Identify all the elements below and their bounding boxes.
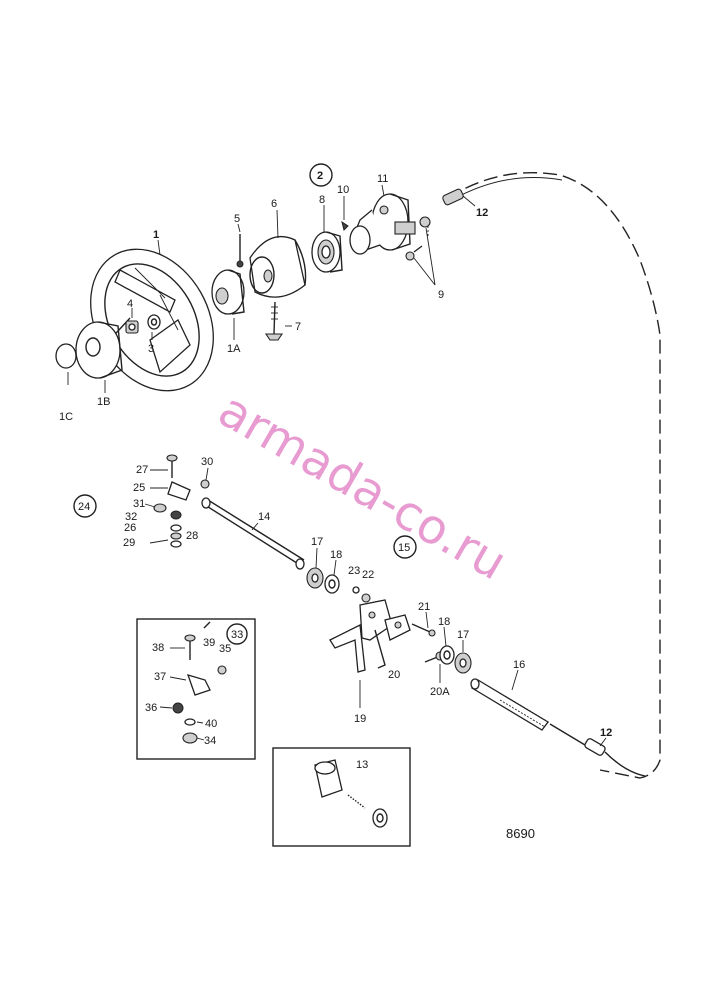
leader-lines [67,184,607,747]
label-37: 37 [154,671,166,683]
label-15: 15 [398,542,410,554]
inset-33 [136,618,256,760]
screw-5 [236,234,244,268]
label-26: 26 [124,522,136,534]
hub-cap [55,343,77,369]
label-22: 22 [362,569,374,581]
label-1a: 1A [227,343,241,355]
watermark: armada-co.ru [209,382,516,592]
inset-13 [272,747,411,847]
label-40: 40 [205,718,217,730]
nut-22 [361,593,371,603]
label-6: 6 [271,198,277,210]
label-3: 3 [148,343,154,355]
label-30: 30 [201,456,213,468]
label-12-top: 12 [476,207,488,219]
label-4: 4 [127,298,133,310]
label-25: 25 [133,482,145,494]
clamp-group [153,454,210,548]
group-24-circle [73,494,97,518]
label-20: 20 [388,669,400,681]
bracket-assembly [329,599,411,673]
nut-17-lower [454,652,472,674]
bolt-7 [264,301,284,341]
label-11: 11 [377,173,388,185]
label-18-lower: 18 [438,616,450,628]
label-20a: 20A [430,686,450,698]
label-24: 24 [78,501,90,513]
label-18-upper: 18 [330,549,342,561]
label-19: 19 [354,713,366,725]
washer-18-lower [439,645,455,665]
label-2: 2 [317,170,323,182]
label-12-bottom: 12 [600,727,612,739]
cable-end [549,723,646,777]
bolts-9 [405,216,431,261]
label-16: 16 [513,659,525,671]
label-17-upper: 17 [311,536,323,548]
label-34: 34 [204,735,216,747]
adapter-flange [211,269,245,315]
wheel-washer [147,314,161,330]
label-1b: 1B [97,396,110,408]
label-1: 1 [153,229,159,241]
label-8: 8 [319,194,325,206]
pin-10 [341,220,349,231]
label-17-lower: 17 [457,629,469,641]
label-27: 27 [136,464,148,476]
group-33-circle [226,623,248,645]
nut-17-upper [306,567,324,589]
label-5: 5 [234,213,240,225]
steering-shaft [201,497,305,570]
steering-housing [249,235,307,298]
steering-cable [442,172,661,779]
drawing-number: 8690 [506,826,535,841]
label-10: 10 [337,184,349,196]
label-39: 39 [203,637,215,649]
label-28: 28 [186,530,198,542]
group-15-circle [393,535,417,559]
label-23: 23 [348,565,360,577]
label-29: 29 [123,537,135,549]
label-1c: 1C [59,411,73,423]
washer-23 [352,586,360,594]
label-21: 21 [418,601,430,613]
washer-18-upper [324,574,340,594]
label-14: 14 [258,511,270,523]
wheel-hub-cover [75,321,123,379]
label-36: 36 [145,702,157,714]
label-31: 31 [133,498,145,510]
threaded-rod [470,678,551,731]
bolt-21 [411,623,436,637]
label-13: 13 [356,759,368,771]
label-33: 33 [231,629,243,641]
wheel-nut [125,320,139,334]
group-2-circle [309,163,333,187]
label-9: 9 [438,289,444,301]
label-7: 7 [295,321,301,333]
label-38: 38 [152,642,164,654]
label-32: 32 [125,511,137,523]
label-35: 35 [219,643,231,655]
helm-unit [349,193,416,255]
bearing-8 [311,231,343,273]
